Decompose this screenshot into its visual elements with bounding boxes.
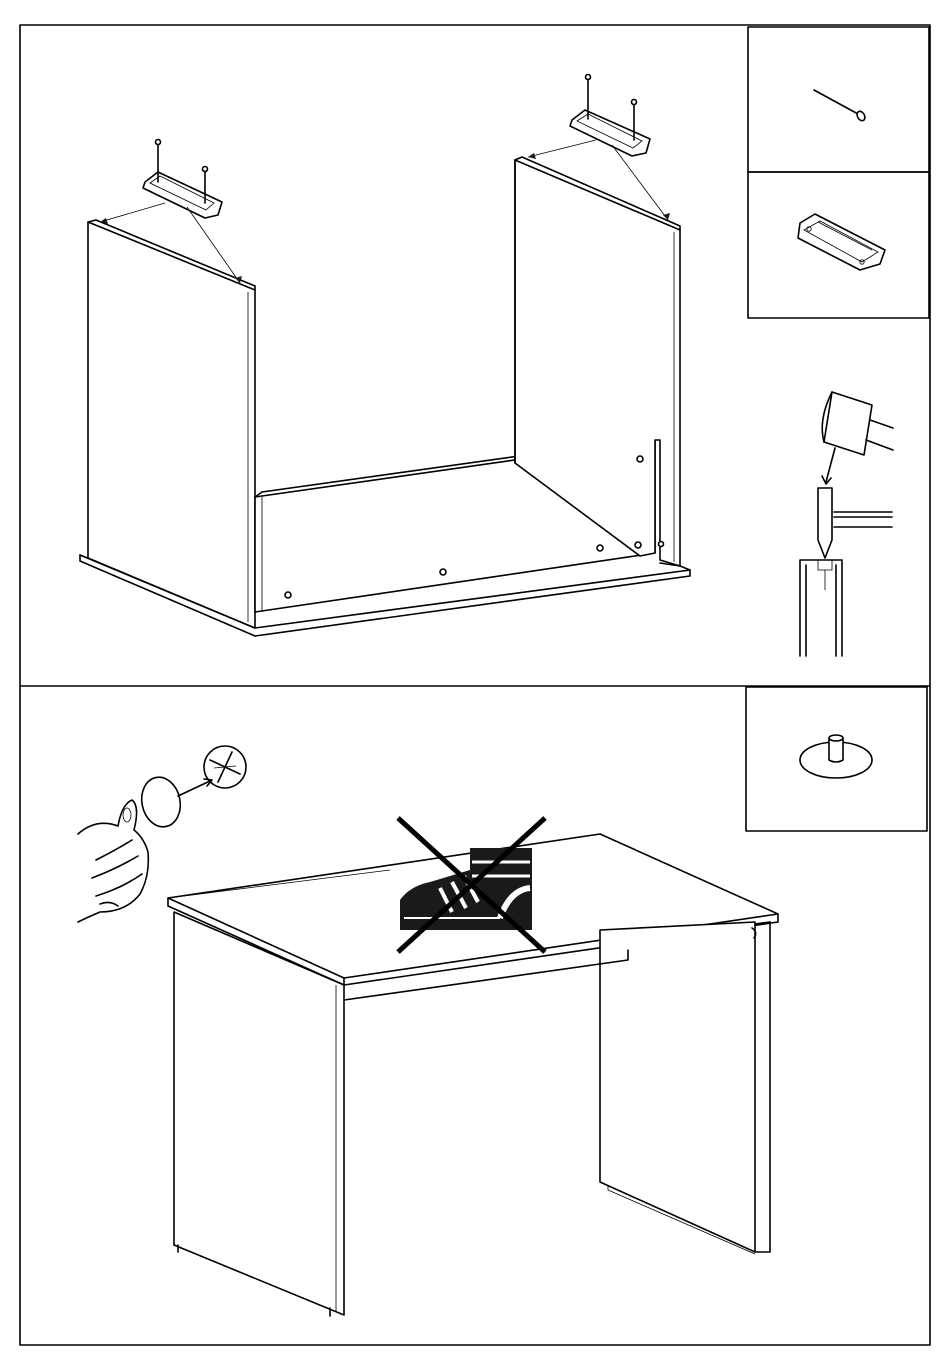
hammer-nailing-detail [800, 392, 893, 656]
page-frame [20, 25, 930, 1345]
left-leg-panel [174, 912, 344, 1315]
connector-icon [798, 214, 885, 270]
hammer-icon [822, 392, 893, 484]
callout-connector [748, 172, 929, 318]
desk-frame-assembly [80, 157, 690, 636]
callout-glide-pad [746, 687, 927, 831]
nail-icon [814, 90, 867, 122]
step-2-panel [78, 687, 927, 1316]
callout-nail [748, 27, 929, 172]
left-side-panel [88, 222, 255, 628]
right-leg-panel [600, 922, 755, 1252]
glide-pad-icon [800, 735, 872, 778]
glide-pad-part [137, 746, 246, 830]
hand-icon [78, 800, 148, 922]
step-1-panel [80, 27, 929, 656]
